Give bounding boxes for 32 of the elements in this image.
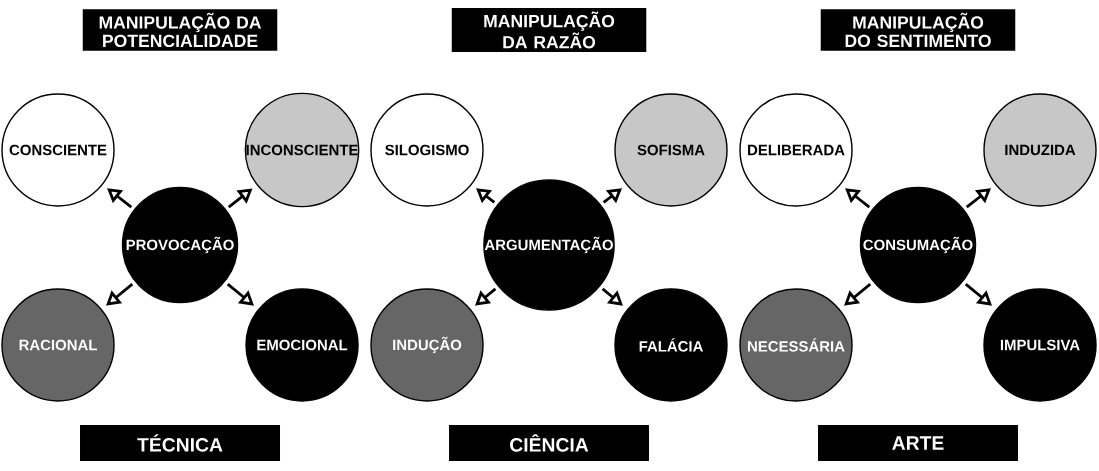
circle-node: CONSUMAÇÃO bbox=[859, 186, 977, 304]
arrow bbox=[602, 188, 622, 204]
label-bar: TÉCNICA bbox=[80, 425, 280, 461]
circle-node: NECESSÁRIA bbox=[739, 288, 853, 402]
title-box: MANIPULAÇÃO DA RAZÃO bbox=[451, 8, 647, 52]
circle-node: INDUÇÃO bbox=[370, 288, 484, 402]
circle-node: PROVOCAÇÃO bbox=[121, 186, 239, 304]
circle-node: CONSCIENTE bbox=[1, 93, 115, 207]
arrow bbox=[107, 188, 133, 209]
arrow bbox=[226, 283, 254, 306]
arrow bbox=[476, 188, 496, 204]
circle-node: SOFISMA bbox=[614, 93, 728, 207]
arrow bbox=[844, 283, 872, 306]
arrow bbox=[475, 287, 497, 306]
circle-node: RACIONAL bbox=[1, 288, 115, 402]
circle-node: IMPULSIVA bbox=[983, 288, 1097, 402]
circle-node: ARGUMENTAÇÃO bbox=[483, 179, 615, 311]
circle-node: INDUZIDA bbox=[983, 93, 1097, 207]
circle-node: FALÁCIA bbox=[614, 288, 728, 402]
label-bar: CIÊNCIA bbox=[449, 425, 649, 461]
arrow bbox=[845, 188, 871, 209]
circle-node: INCONSCIENTE bbox=[244, 92, 360, 208]
circle-node: SILOGISMO bbox=[370, 93, 484, 207]
title-box: MANIPULAÇÃO DA POTENCIALIDADE bbox=[82, 9, 278, 51]
circle-node: DELIBERADA bbox=[739, 93, 853, 207]
circle-node: EMOCIONAL bbox=[245, 288, 359, 402]
label-bar: ARTE bbox=[818, 425, 1018, 461]
arrow bbox=[964, 283, 992, 306]
arrow bbox=[965, 188, 991, 209]
arrow bbox=[601, 287, 623, 306]
arrow bbox=[106, 283, 134, 306]
title-box: MANIPULAÇÃO DO SENTIMENTO bbox=[820, 9, 1016, 51]
